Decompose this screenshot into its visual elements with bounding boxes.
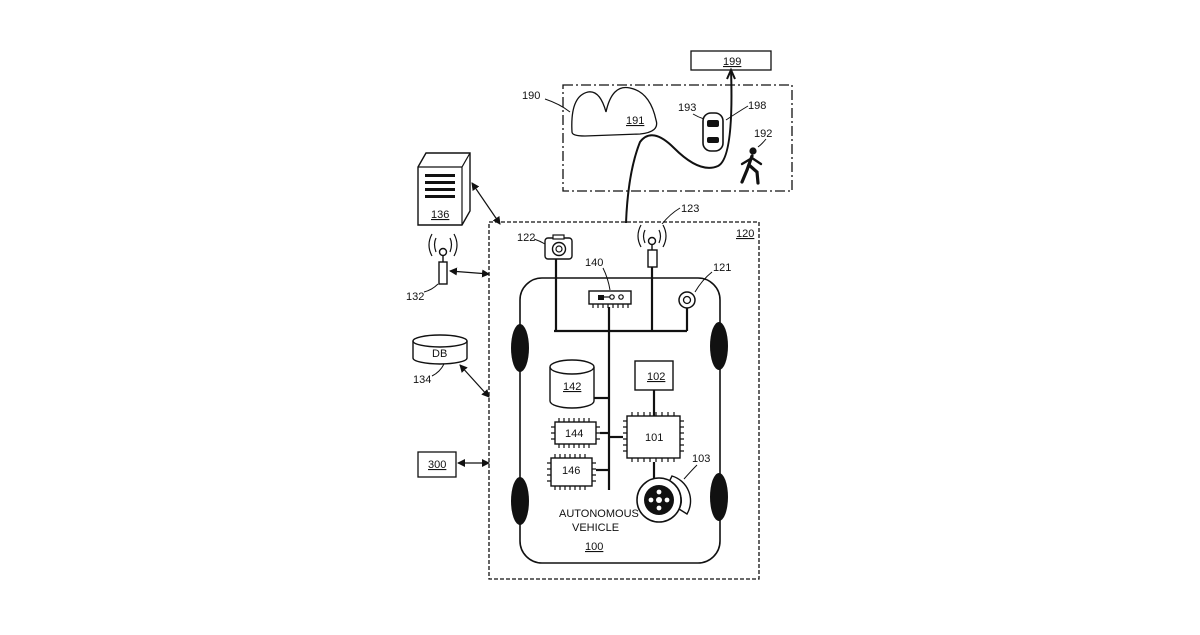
leader-198 [726,106,748,120]
wheel-rear-right [710,473,728,521]
leader-122 [534,239,545,244]
brake-disc-icon [637,476,691,522]
wheel-rear-left [511,477,529,525]
other-vehicle-icon [703,113,723,151]
environment-group: 190 191 193 198 192 [522,85,792,191]
wheel-front-right [710,322,728,370]
terrain-shape [572,88,657,137]
leader-140 [603,268,610,290]
label-146: 146 [562,465,580,477]
camera-icon [545,235,572,259]
database-link-arrow [460,365,489,397]
label-136: 136 [431,209,449,221]
wheel-front-left [511,324,529,372]
label-198: 198 [748,100,766,112]
label-134: 134 [413,374,431,386]
label-103: 103 [692,453,710,465]
label-121: 121 [713,262,731,274]
lidar-sensor-icon [679,292,695,308]
label-199: 199 [723,56,741,68]
label-192: 192 [754,128,772,140]
label-144: 144 [565,428,583,440]
vehicle-caption-line2: VEHICLE [572,522,619,534]
label-132: 132 [406,291,424,303]
leader-103 [684,465,697,479]
label-102: 102 [647,371,665,383]
antenna-link-arrow [450,271,489,274]
label-190: 190 [522,90,540,102]
label-300: 300 [428,459,446,471]
label-100: 100 [585,541,603,553]
leader-192 [758,139,766,147]
label-140: 140 [585,257,603,269]
vehicle-caption-line1: AUTONOMOUS [559,508,639,520]
server-link-arrow [472,183,500,224]
label-191: 191 [626,115,644,127]
remote-antenna-icon [429,234,457,284]
db-label: DB [432,348,447,360]
sensor-unit-icon [589,291,631,308]
label-122: 122 [517,232,535,244]
leader-190 [545,99,570,112]
label-101: 101 [645,432,663,444]
leader-134 [432,364,444,376]
label-193: 193 [678,102,696,114]
label-142: 142 [563,381,581,393]
label-120: 120 [736,228,754,240]
vehicle-system-boundary [489,222,759,579]
leader-132 [424,284,438,292]
pedestrian-icon [742,147,761,183]
vehicle-antenna-icon [638,225,666,267]
label-123: 123 [681,203,699,215]
leader-193 [693,114,704,119]
vehicle-body [520,278,720,563]
